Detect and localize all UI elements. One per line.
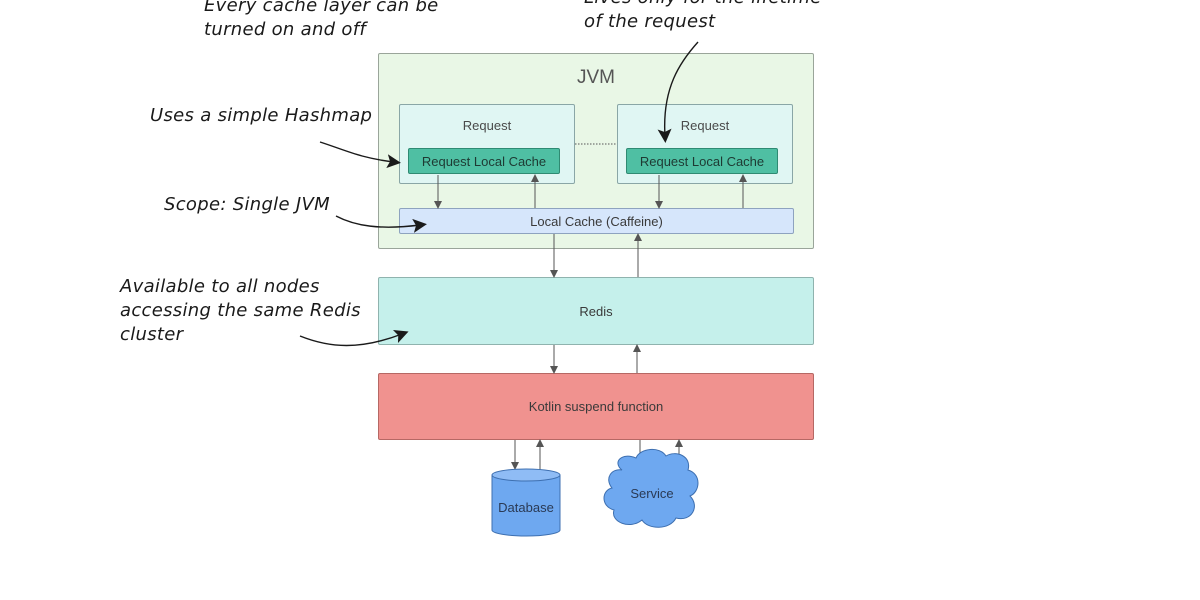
annotation-arrow (299, 329, 409, 347)
annotation-arrow (657, 41, 699, 143)
jvm-title: JVM (577, 67, 615, 88)
annotation-line: accessing the same Redis (120, 300, 361, 321)
annotation-line: Every cache layer can be (204, 0, 439, 16)
annotation-hashmap: Uses a simple Hashmap (150, 105, 373, 126)
request-local-cache-right: Request Local Cache (626, 148, 778, 174)
request-label: Request (680, 118, 730, 133)
kotlin-suspend-function-box: Kotlin suspend function (378, 373, 814, 440)
annotation-request-lifetime: Lives only for the lifetime of the reque… (584, 0, 822, 34)
local-cache-caffeine: Local Cache (Caffeine) (399, 208, 794, 234)
service-cloud-icon (603, 449, 699, 528)
request-label: Request (462, 118, 512, 133)
database-label: Database (498, 500, 554, 515)
redis-box: Redis (378, 277, 814, 345)
annotation-arrow (335, 215, 427, 233)
annotation-line: Lives only for the lifetime (584, 0, 822, 10)
request-local-cache-left: Request Local Cache (408, 148, 560, 174)
annotation-line: of the request (584, 11, 716, 32)
annotation-scope: Scope: Single JVM (164, 194, 330, 215)
service-label: Service (630, 486, 674, 501)
annotation-arrow (319, 141, 401, 169)
annotation-line: cluster (120, 324, 184, 345)
annotation-cache-toggle: Every cache layer can be turned on and o… (204, 0, 439, 42)
database-icon (491, 468, 561, 537)
annotation-redis: Available to all nodes accessing the sam… (120, 275, 361, 347)
annotation-line: Available to all nodes (120, 276, 320, 297)
annotation-line: turned on and off (204, 19, 367, 40)
